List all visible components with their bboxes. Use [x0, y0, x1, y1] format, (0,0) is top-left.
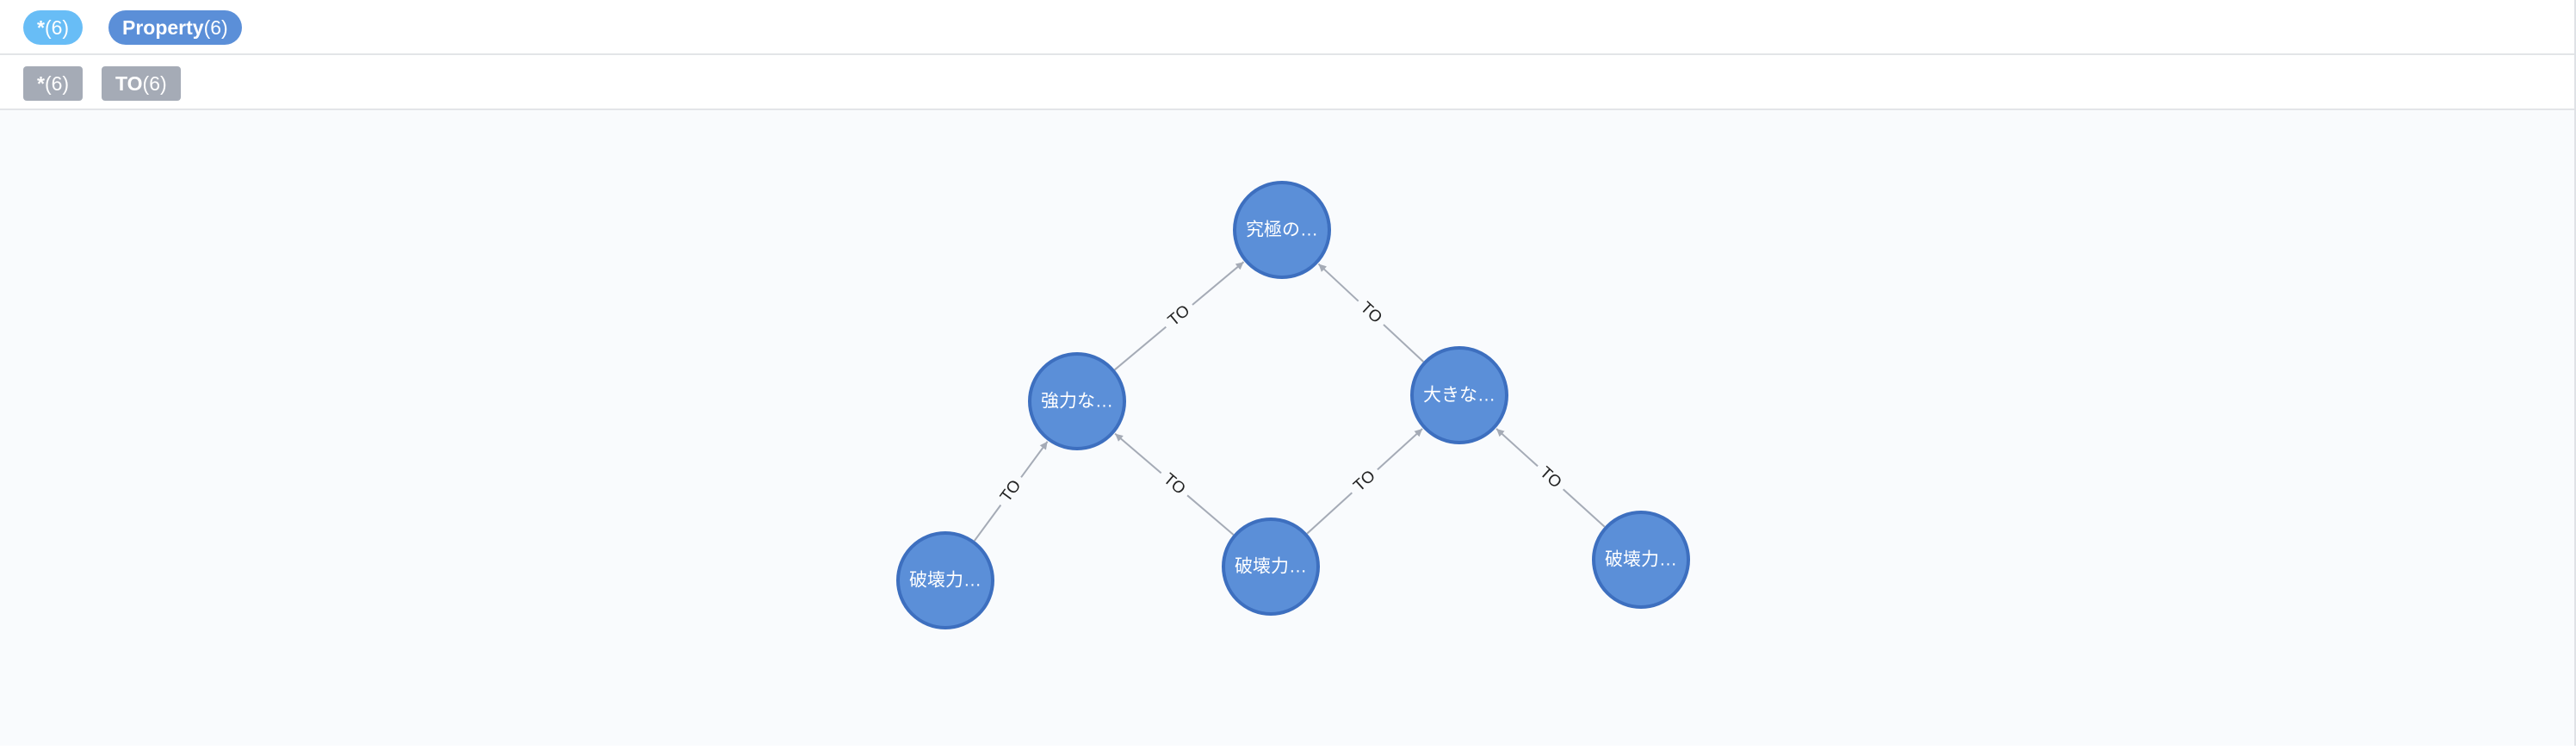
label-property-name: Property	[122, 16, 204, 39]
graph-svg[interactable]: TO TO TO TO TO TO 究極の… 強力な… 大きな… 破壊力… 破壊力… 破壊力…	[0, 110, 2574, 746]
graph-node-n_bl[interactable]: 破壊力…	[896, 531, 994, 629]
relationship-label: TO	[1160, 470, 1188, 499]
relationship-line[interactable]	[1563, 488, 1606, 528]
relationship-arrow[interactable]	[1377, 428, 1423, 471]
right-border	[2574, 0, 2576, 746]
relationship-arrow[interactable]	[1495, 428, 1539, 468]
relationship-line[interactable]	[1306, 492, 1353, 535]
node-circle[interactable]	[1592, 511, 1690, 609]
graph-node-n_left[interactable]: 強力な…	[1028, 352, 1126, 450]
relationship-arrow[interactable]	[1192, 261, 1245, 306]
label-all-pill[interactable]: *(6)	[23, 10, 84, 45]
node-caption: 大きな…	[1423, 386, 1495, 406]
graph-node-n_top[interactable]: 究極の…	[1233, 181, 1331, 279]
node-caption: 破壊力…	[1605, 550, 1677, 570]
relationship-types-bar: *(6) TO(6)	[0, 55, 2574, 110]
node-caption: 究極の…	[1246, 220, 1318, 240]
graph-node-n_right[interactable]: 大きな…	[1410, 346, 1508, 444]
graph-canvas[interactable]: TO TO TO TO TO TO 究極の… 強力な… 大きな… 破壊力… 破壊力… 破壊力…	[0, 110, 2574, 746]
relationship-line[interactable]	[1186, 494, 1235, 536]
relationship-arrow[interactable]	[1114, 432, 1162, 474]
relationship-to-1[interactable]: TO	[1317, 263, 1424, 363]
relationship-arrow[interactable]	[1317, 263, 1359, 302]
graph-node-n_br[interactable]: 破壊力…	[1592, 511, 1690, 609]
relationship-line[interactable]	[973, 504, 1002, 542]
node-circle[interactable]	[1233, 181, 1331, 279]
rel-all-count: (6)	[44, 72, 70, 95]
relationship-to-4[interactable]: TO	[1306, 428, 1423, 535]
rel-to-name: TO	[115, 72, 143, 95]
nodes-layer: 究極の… 強力な… 大きな… 破壊力… 破壊力… 破壊力…	[896, 181, 1690, 629]
node-circle[interactable]	[1222, 518, 1320, 616]
label-all-name: *	[37, 16, 45, 39]
label-all-count: (6)	[44, 16, 70, 39]
relationship-label: TO	[1165, 301, 1193, 330]
node-caption: 破壊力…	[909, 571, 981, 591]
relationship-to-0[interactable]: TO	[1114, 261, 1245, 371]
relationship-label: TO	[997, 477, 1025, 505]
relationship-to-3[interactable]: TO	[1114, 432, 1235, 536]
relationship-arrow[interactable]	[1020, 441, 1049, 478]
node-labels-bar: *(6) Property(6)	[0, 0, 2574, 55]
rel-all-name: *	[37, 72, 45, 95]
label-property-count: (6)	[203, 16, 228, 39]
rel-to-count: (6)	[142, 72, 167, 95]
relationship-line[interactable]	[1114, 325, 1167, 371]
rel-to-pill[interactable]: TO(6)	[102, 66, 181, 101]
node-circle[interactable]	[1028, 352, 1126, 450]
node-circle[interactable]	[1410, 346, 1508, 444]
node-caption: 破壊力…	[1235, 557, 1307, 577]
node-circle[interactable]	[896, 531, 994, 629]
rel-all-pill[interactable]: *(6)	[23, 66, 84, 101]
relationship-label: TO	[1536, 463, 1564, 492]
relationship-to-2[interactable]: TO	[973, 441, 1049, 542]
relationship-label: TO	[1357, 299, 1385, 327]
relationship-to-5[interactable]: TO	[1495, 428, 1606, 528]
relationship-label: TO	[1350, 467, 1378, 495]
label-property-pill[interactable]: Property(6)	[108, 10, 242, 45]
relationship-line[interactable]	[1383, 324, 1424, 363]
node-caption: 強力な…	[1041, 392, 1113, 412]
graph-node-n_bm[interactable]: 破壊力…	[1222, 518, 1320, 616]
